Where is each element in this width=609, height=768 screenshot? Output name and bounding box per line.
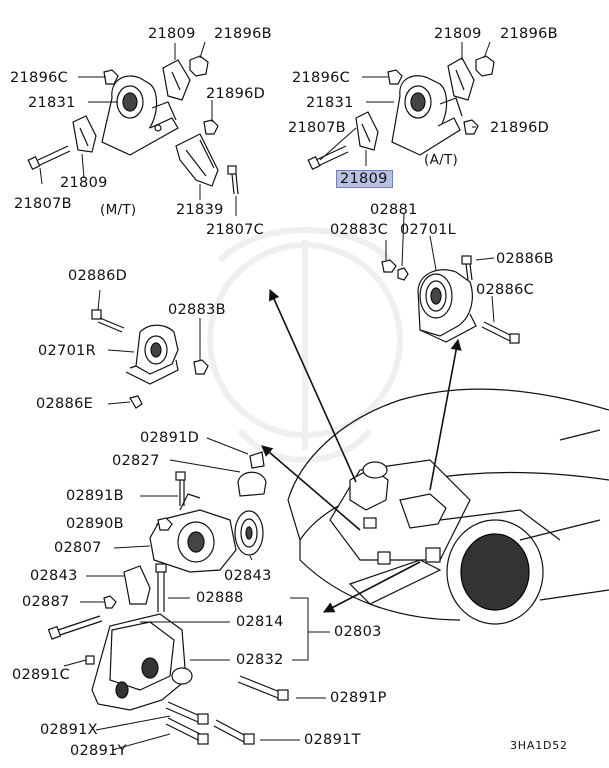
label-02891y: 02891Y — [70, 743, 127, 759]
label-21809-at-top: 21809 — [434, 26, 482, 42]
label-02891p: 02891P — [330, 690, 387, 706]
bolt-02886b — [461, 255, 473, 281]
label-02886e: 02886E — [36, 396, 94, 412]
label-02891c: 02891C — [12, 667, 71, 683]
stud-02888 — [155, 563, 167, 612]
label-02890b: 02890B — [66, 516, 124, 532]
label-21896c-at: 21896C — [292, 70, 351, 86]
nut-02890b — [157, 517, 173, 531]
mt-bolt-left — [27, 145, 71, 171]
mt-nut-left — [103, 69, 119, 85]
nut-02883c — [381, 259, 397, 273]
label-21807b-at: 21807B — [288, 120, 346, 136]
label-21896d-at: 21896D — [490, 120, 550, 136]
label-02887: 02887 — [22, 594, 70, 610]
bolt-02891b — [175, 471, 186, 506]
mount-bracket-02814 — [91, 613, 187, 711]
mt-insulator-lower — [72, 115, 97, 153]
bolt-02891y — [165, 717, 209, 745]
cap-02832 — [171, 667, 193, 685]
label-02881: 02881 — [370, 202, 418, 218]
at-insulator-lower — [355, 111, 379, 151]
at-insulator-upper — [447, 57, 475, 101]
label-02843-left: 02843 — [30, 568, 78, 584]
label-21809-highlighted[interactable]: 21809 — [336, 170, 393, 188]
label-at-note: (A/T) — [424, 152, 459, 168]
watermark-emblem — [207, 227, 403, 463]
label-02807: 02807 — [54, 540, 102, 556]
vehicle-front-body — [287, 388, 609, 625]
bolt-02891d — [249, 451, 265, 469]
label-02832: 02832 — [236, 652, 284, 668]
mt-bolt-21807c — [227, 165, 239, 195]
label-02886b: 02886B — [496, 251, 554, 267]
mt-nut-right — [203, 119, 219, 135]
label-21807b-mt: 21807B — [14, 196, 72, 212]
label-02701r: 02701R — [38, 343, 97, 359]
at-nut-left — [387, 69, 403, 85]
label-21896b-mt: 21896B — [214, 26, 272, 42]
label-21807c: 21807C — [206, 222, 265, 238]
label-02891b: 02891B — [66, 488, 124, 504]
mt-insulator-upper — [162, 59, 191, 101]
label-21831-mt: 21831 — [28, 95, 76, 111]
mt-nut-upper-right — [189, 55, 209, 77]
label-21809-mt-top: 21809 — [148, 26, 196, 42]
bolt-02891c — [47, 615, 103, 640]
nut-02881 — [397, 267, 409, 281]
at-mount-assembly — [391, 75, 463, 156]
mt-mount-assembly — [101, 75, 179, 156]
leader-lines — [39, 41, 495, 751]
at-nut-right — [463, 119, 479, 135]
bolt-02891p — [237, 675, 289, 701]
pin-02891c-small — [85, 655, 95, 665]
label-02891x: 02891X — [40, 722, 98, 738]
bolt-02891x — [165, 701, 209, 725]
nut-02883b — [193, 359, 209, 375]
label-21896b-at: 21896B — [500, 26, 558, 42]
label-21809-mt-low: 21809 — [60, 175, 108, 191]
label-02883b: 02883B — [168, 302, 226, 318]
bolt-02891t — [213, 719, 255, 745]
bolt-02886c — [481, 321, 520, 344]
insulator-02843-right — [234, 510, 264, 556]
label-02886d: 02886D — [68, 268, 128, 284]
location-arrows — [261, 288, 462, 613]
insulator-02843-left — [123, 565, 151, 605]
at-nut-upper-right — [475, 55, 495, 77]
label-02843-right: 02843 — [224, 568, 272, 584]
diagram-code: 3HA1D52 — [510, 739, 568, 752]
label-02701l: 02701L — [400, 222, 457, 238]
label-02891t: 02891T — [304, 732, 361, 748]
stopper-02827 — [237, 471, 267, 497]
label-21896d-mt: 21896D — [206, 86, 266, 102]
right-engine-mount-02701l — [417, 269, 477, 343]
label-21839: 21839 — [176, 202, 224, 218]
label-02883c: 02883C — [330, 222, 389, 238]
label-21896c-mt: 21896C — [10, 70, 69, 86]
label-02888: 02888 — [196, 590, 244, 606]
label-02886c: 02886C — [476, 282, 535, 298]
transmission-mount-02807 — [149, 493, 237, 573]
mt-bracket-21839 — [175, 133, 219, 187]
label-21831-at: 21831 — [306, 95, 354, 111]
label-mt-note: (M/T) — [100, 202, 137, 218]
left-engine-mount-02701r — [125, 324, 179, 385]
label-02803: 02803 — [334, 624, 382, 640]
label-02827: 02827 — [112, 453, 160, 469]
bolt-02886d — [91, 309, 125, 333]
bolt-02886e — [129, 395, 143, 409]
nut-02887 — [103, 595, 117, 609]
label-02814: 02814 — [236, 614, 284, 630]
at-bolt — [307, 145, 349, 171]
label-02891d: 02891D — [140, 430, 200, 446]
